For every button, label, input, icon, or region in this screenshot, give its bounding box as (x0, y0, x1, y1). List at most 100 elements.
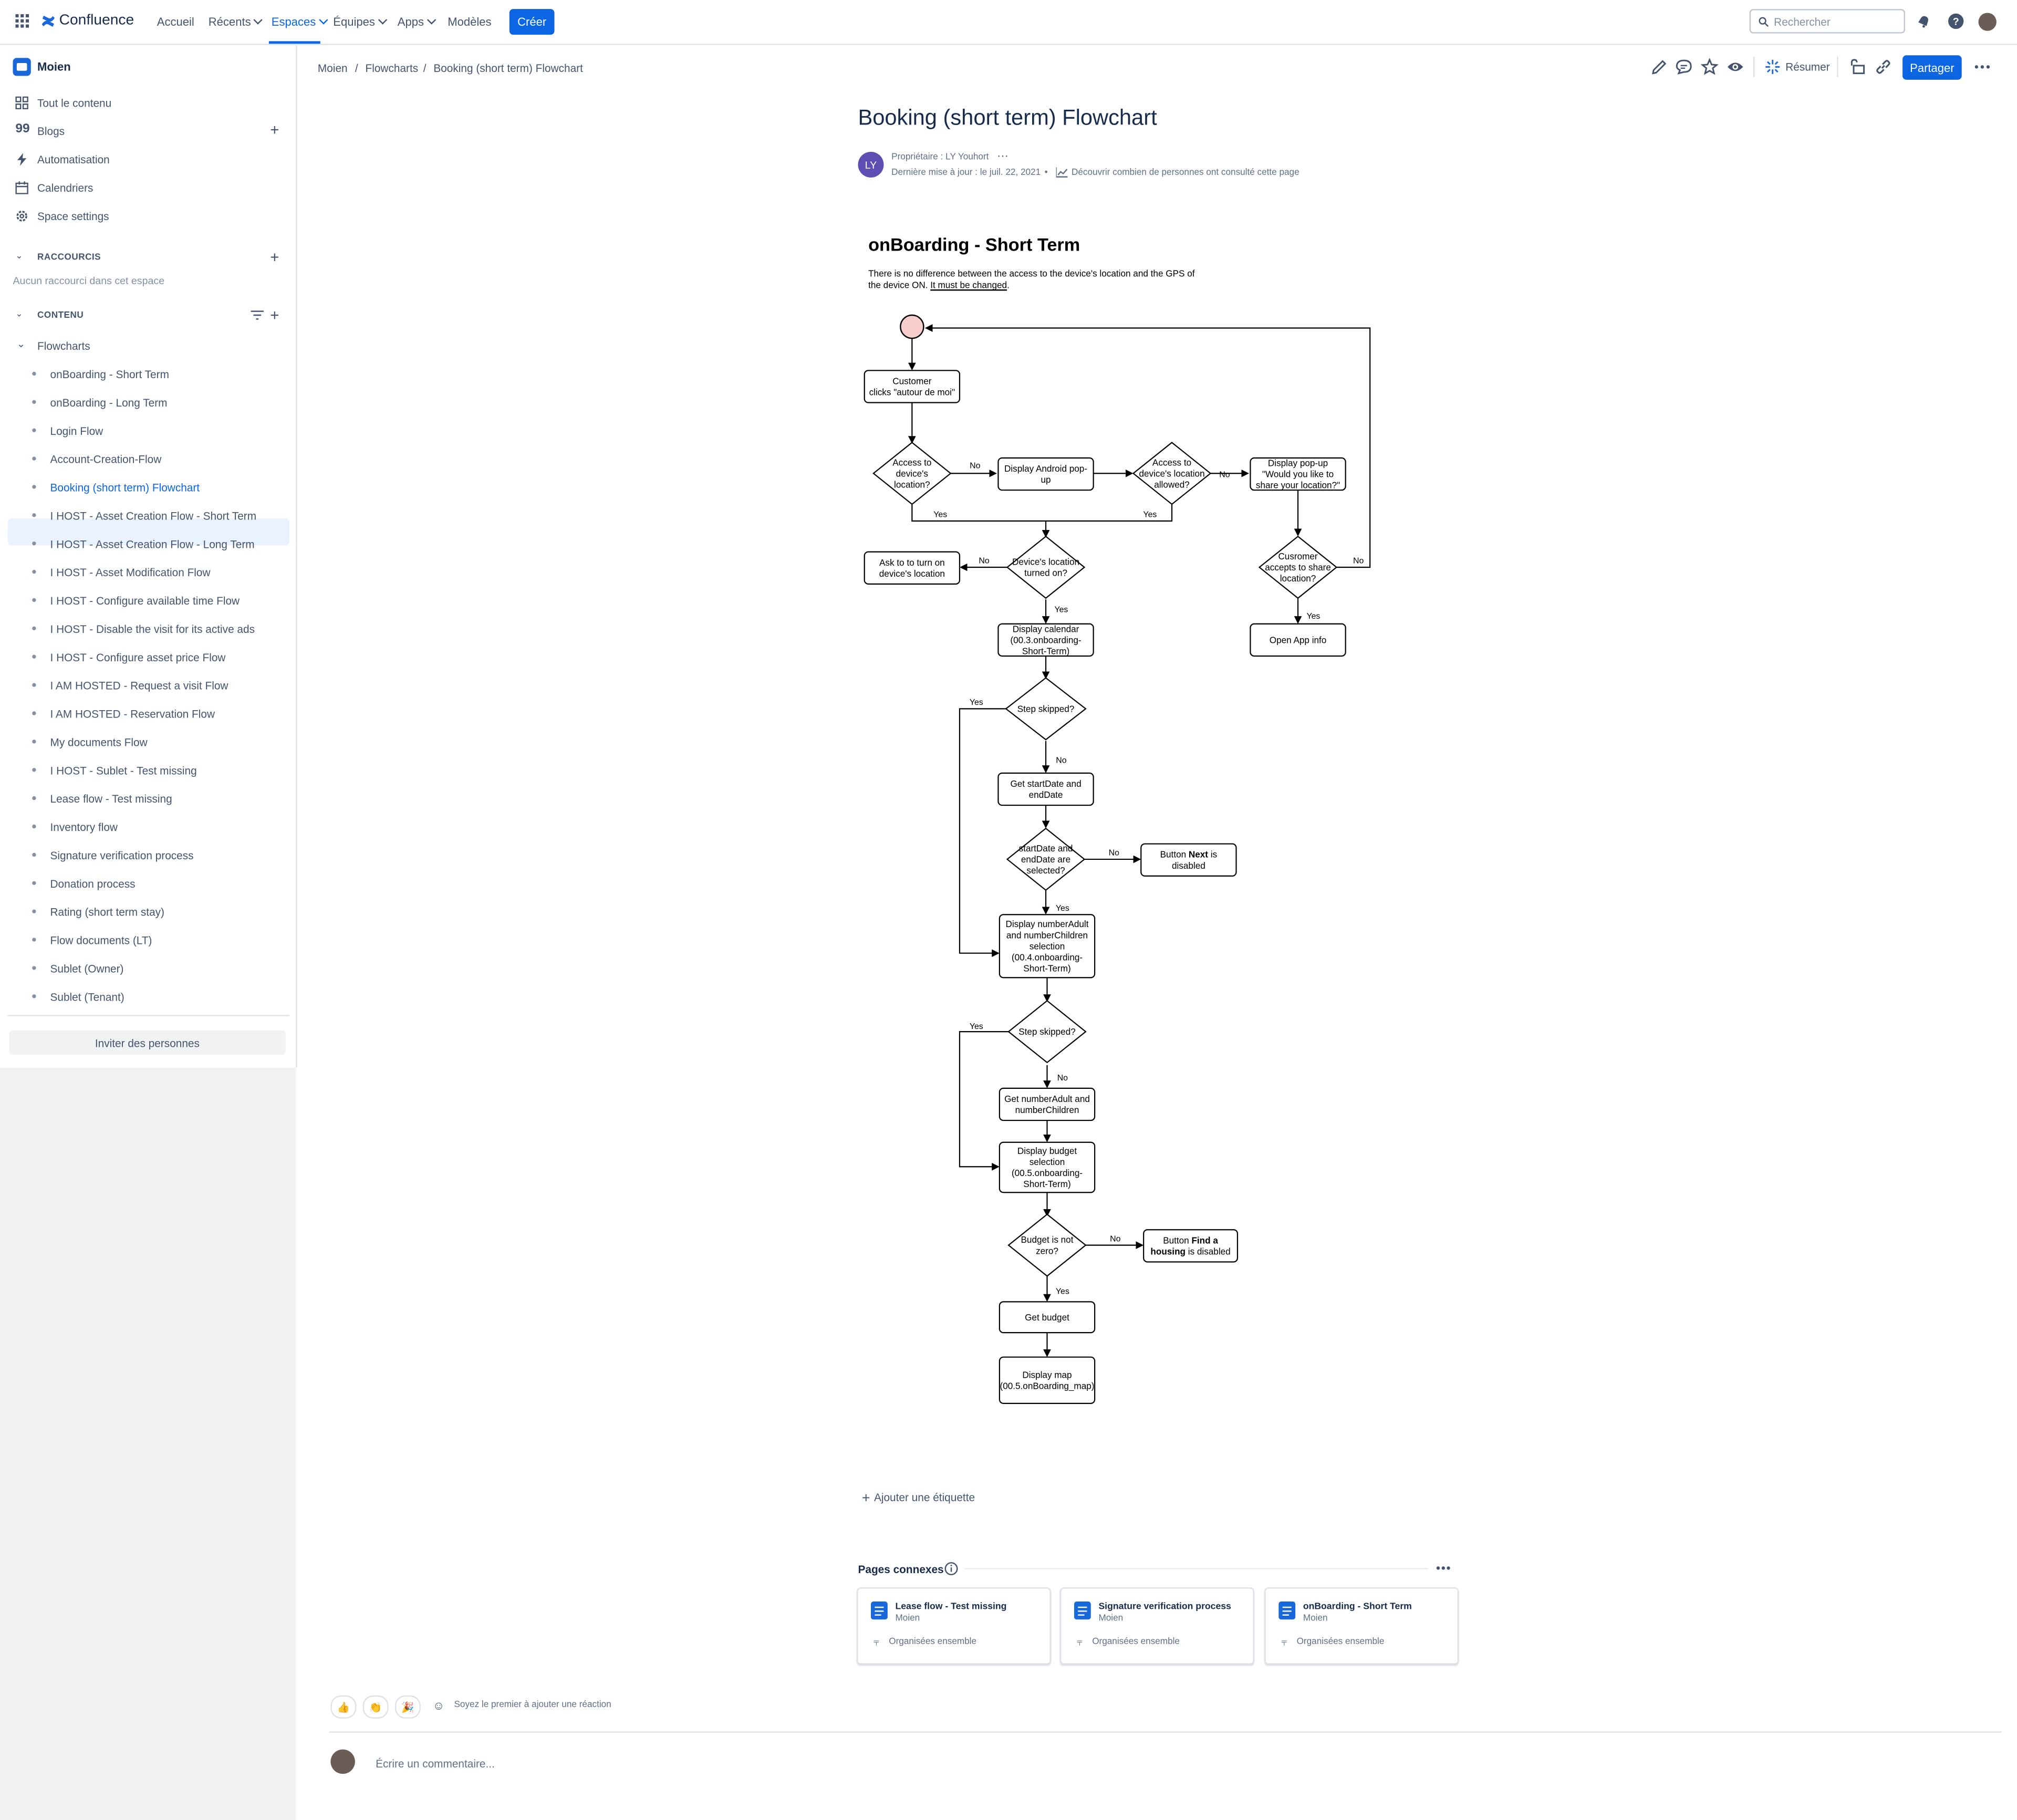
tree-item[interactable]: onBoarding - Long Term (50, 396, 168, 409)
chevron-down-icon (377, 15, 387, 25)
chevron-down-icon[interactable]: ⌄ (15, 252, 23, 262)
related-page-card[interactable]: onBoarding - Short Term Moien ⫧ Organisé… (1264, 1587, 1459, 1665)
page-owner[interactable]: Propriétaire : LY Youhort (891, 153, 989, 162)
help-icon[interactable]: ? (1948, 13, 1964, 29)
tree-item[interactable]: I HOST - Sublet - Test missing (50, 764, 197, 777)
space-name[interactable]: Moien (37, 60, 71, 74)
last-updated[interactable]: Dernière mise à jour : le juil. 22, 2021 (891, 168, 1041, 178)
sidebar-folder-flowcharts[interactable]: Flowcharts (37, 339, 90, 353)
tree-item[interactable]: I HOST - Configure asset price Flow (50, 651, 226, 664)
user-avatar[interactable] (1978, 13, 1997, 31)
watch-icon[interactable] (1727, 58, 1744, 76)
nav-teams[interactable]: Équipes (333, 15, 387, 28)
sidebar-item-automation[interactable]: Automatisation (37, 153, 110, 166)
more-icon[interactable]: ··· (996, 149, 1009, 162)
tree-item[interactable]: I AM HOSTED - Request a visit Flow (50, 679, 228, 692)
decision-node (1007, 1000, 1087, 1064)
node-text: selection (1030, 941, 1065, 951)
process-node (997, 457, 1094, 491)
document-icon (1278, 1601, 1296, 1620)
grid-icon[interactable] (15, 14, 29, 28)
edge-label: No (1057, 1074, 1068, 1083)
tree-item[interactable]: onBoarding - Short Term (50, 368, 169, 381)
tree-item[interactable]: I HOST - Disable the visit for its activ… (50, 622, 255, 636)
more-icon[interactable] (1434, 1562, 1452, 1574)
flow-edge (959, 708, 1007, 958)
edit-icon[interactable] (1650, 58, 1668, 76)
add-shortcut-icon[interactable]: + (270, 248, 279, 266)
related-page-card[interactable]: Lease flow - Test missing Moien ⫧ Organi… (857, 1587, 1051, 1665)
tree-item[interactable]: I HOST - Configure available time Flow (50, 594, 240, 607)
nav-spaces-label: Espaces (271, 15, 316, 28)
nav-templates[interactable]: Modèles (448, 15, 492, 28)
chevron-down-icon[interactable]: ⌄ (16, 338, 26, 350)
sidebar-item-all-content[interactable]: Tout le contenu (37, 96, 112, 110)
chevron-down-icon[interactable]: ⌄ (15, 310, 23, 319)
tree-item[interactable]: I AM HOSTED - Reservation Flow (50, 707, 215, 721)
add-reaction-icon[interactable]: ☺ (432, 1699, 445, 1712)
nav-apps[interactable]: Apps (398, 15, 436, 28)
star-icon[interactable] (1700, 58, 1719, 76)
nav-recent[interactable]: Récents (209, 15, 263, 28)
sidebar-item-blogs[interactable]: Blogs (37, 124, 65, 138)
share-button[interactable]: Partager (1902, 55, 1962, 80)
tree-item[interactable]: Signature verification process (50, 849, 194, 862)
reaction-thumbs-up-button[interactable]: 👍 (330, 1695, 357, 1719)
node-text: Short-Term) (1023, 1179, 1070, 1189)
breadcrumb-item[interactable]: Flowcharts (365, 61, 419, 75)
bullet (32, 400, 36, 404)
reaction-party-button[interactable]: 🎉 (394, 1695, 421, 1719)
notifications-icon[interactable] (1917, 14, 1931, 28)
breadcrumb-item[interactable]: Booking (short term) Flowchart (433, 61, 583, 75)
add-content-icon[interactable]: + (270, 306, 279, 325)
tree-item[interactable]: Inventory flow (50, 820, 118, 834)
node-text: "Would you like to (1262, 469, 1334, 480)
tree-item[interactable]: Sublet (Owner) (50, 962, 124, 975)
analytics-link[interactable]: Découvrir combien de personnes ont consu… (1072, 168, 1299, 178)
shortcuts-title[interactable]: RACCOURCIS (37, 253, 101, 263)
flowchart-note-text: There is no difference between the acces… (868, 270, 1195, 291)
search-input[interactable]: Rechercher (1749, 9, 1905, 34)
card-space: Moien (895, 1614, 920, 1624)
nav-spaces[interactable]: Espaces (271, 15, 328, 28)
info-icon[interactable] (944, 1562, 959, 1576)
tree-item[interactable]: Lease flow - Test missing (50, 792, 172, 806)
content-title[interactable]: CONTENU (37, 311, 84, 320)
tree-item[interactable]: I HOST - Asset Creation Flow - Long Term (50, 537, 255, 551)
tree-item[interactable]: Donation process (50, 877, 136, 890)
link-icon[interactable] (1874, 58, 1892, 76)
restrictions-icon[interactable] (1848, 58, 1866, 76)
summarize-button[interactable]: Résumer (1765, 58, 1830, 76)
add-blog-icon[interactable]: + (270, 121, 279, 139)
tree-item[interactable]: I HOST - Asset Modification Flow (50, 566, 211, 579)
tree-item[interactable]: My documents Flow (50, 735, 148, 749)
comment-icon[interactable] (1675, 58, 1693, 76)
create-button[interactable]: Créer (509, 9, 555, 35)
filter-icon[interactable] (251, 310, 264, 320)
tree-item[interactable]: Sublet (Tenant) (50, 990, 124, 1004)
more-icon[interactable] (1973, 58, 1991, 76)
breadcrumb-item[interactable]: Moien (317, 61, 348, 75)
nav-home[interactable]: Accueil (157, 15, 194, 28)
reaction-clap-button[interactable]: 👏 (362, 1695, 389, 1719)
invite-people-button[interactable]: Inviter des personnes (9, 1030, 286, 1055)
sidebar-item-space-settings[interactable]: Space settings (37, 210, 109, 223)
tree-item[interactable]: Rating (short term stay) (50, 906, 165, 919)
comment-input[interactable]: Écrire un commentaire... (376, 1757, 495, 1770)
node-text: numberChildren (1015, 1105, 1079, 1115)
node-text: selection (1030, 1157, 1065, 1167)
tree-item[interactable]: Account-Creation-Flow (50, 453, 162, 466)
related-page-card[interactable]: Signature verification process Moien ⫧ O… (1059, 1587, 1254, 1665)
owner-avatar[interactable]: LY (858, 151, 884, 178)
tree-item[interactable]: I HOST - Asset Creation Flow - Short Ter… (50, 509, 257, 523)
edge-label: No (1109, 849, 1119, 858)
tree-item[interactable]: Login Flow (50, 424, 103, 438)
sidebar-item-calendars[interactable]: Calendriers (37, 181, 93, 194)
gear-icon (16, 211, 27, 222)
tree-item-selected[interactable]: Booking (short term) Flowchart (50, 481, 200, 494)
tree-item[interactable]: Flow documents (LT) (50, 933, 152, 947)
add-label-button[interactable]: +Ajouter une étiquette (862, 1490, 975, 1506)
node-text: Display Android pop- (1004, 463, 1087, 474)
app-logo-text[interactable]: Confluence (59, 13, 134, 28)
